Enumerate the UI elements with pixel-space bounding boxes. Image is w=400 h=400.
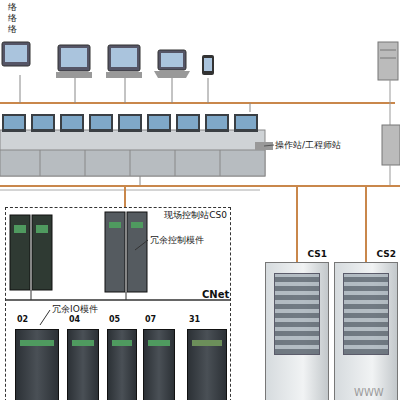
cnet-bus	[5, 299, 230, 301]
network-drop	[125, 186, 366, 262]
annotation-label: CNet	[202, 289, 229, 300]
io-module-body	[15, 329, 59, 400]
annotation-label: 络	[8, 1, 17, 14]
server-icons	[378, 42, 400, 186]
io-module: 07	[143, 315, 175, 400]
node-text: CS2	[376, 249, 396, 259]
network-line	[0, 185, 400, 187]
io-module-body	[187, 329, 227, 400]
annotation-label: WWW	[354, 387, 384, 398]
operator-console	[0, 103, 274, 186]
cabinet-window	[274, 273, 320, 355]
node-text: 05	[109, 315, 120, 324]
node-text: 31	[189, 315, 200, 324]
cabinet: CS1	[265, 262, 329, 400]
node-text: 07	[145, 315, 156, 324]
node-text: CS1	[307, 249, 327, 259]
monitor-icons	[2, 42, 214, 78]
module-indicator	[192, 340, 222, 346]
cabinet: CS2	[334, 262, 398, 400]
cabinet-body	[334, 262, 398, 400]
leader-line	[40, 310, 50, 325]
annotation-label: 冗余控制模件	[150, 234, 204, 247]
computer-row	[20, 75, 208, 103]
leader-line	[135, 240, 148, 250]
annotation-label: 络	[8, 23, 17, 36]
annotation-label: 络	[8, 12, 17, 25]
io-module-body	[67, 329, 99, 400]
io-module-body	[107, 329, 137, 400]
annotation-label: 操作站/工程师站	[275, 139, 341, 152]
io-module: 04	[67, 315, 99, 400]
module-indicator	[148, 340, 170, 346]
node-text: 04	[69, 315, 80, 324]
io-module-body	[143, 329, 175, 400]
io-module: 05	[107, 315, 137, 400]
module-indicator	[20, 340, 54, 346]
cabinet-window	[343, 273, 389, 355]
node-text: 现场控制站CS0	[164, 209, 227, 222]
network-line	[0, 190, 260, 191]
network-line	[0, 102, 395, 104]
node-text: 02	[17, 315, 28, 324]
module-indicator	[72, 340, 94, 346]
network-drop	[125, 186, 297, 262]
io-module: 02	[15, 315, 59, 400]
control-modules	[10, 212, 147, 300]
module-indicator	[112, 340, 132, 346]
annotation-label: 冗余IO模件	[52, 303, 98, 316]
io-module: 31	[187, 315, 227, 400]
cabinet-body	[265, 262, 329, 400]
